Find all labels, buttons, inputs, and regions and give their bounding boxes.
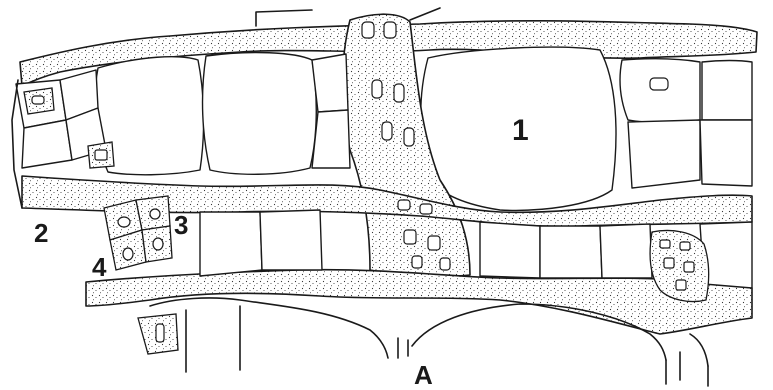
mid-cell-1 [200, 212, 262, 276]
bundle-lumen-2 [123, 248, 133, 260]
mid-cell-4 [540, 226, 602, 278]
top-projection-right [410, 8, 440, 20]
lower-arch-right [690, 334, 708, 366]
right-upper-cell-4 [700, 120, 752, 186]
right-upper-cell-3 [628, 120, 700, 188]
label-left-epidermis: 2 [34, 218, 48, 248]
mid-cell-2 [260, 210, 322, 270]
left-cell-lumen [32, 96, 44, 104]
left-cell-b [22, 120, 72, 168]
upper-cell-left-of-vessel-1 [312, 54, 348, 112]
label-panel: A [414, 360, 433, 390]
label-vessel: 1 [512, 114, 529, 147]
stalk-lumen [156, 324, 164, 342]
mid-cell-5 [600, 224, 652, 278]
bundle-lumen-4 [153, 238, 163, 250]
label-lower-cell: 4 [92, 252, 107, 282]
label-fiber-bundle: 3 [174, 210, 188, 240]
mid-cell-3 [480, 222, 540, 278]
bundle-lumen-3 [150, 209, 160, 219]
right-upper-lumen [650, 78, 668, 90]
upper-large-cell-middle [203, 53, 317, 175]
left-small-lumen-1 [95, 150, 107, 160]
top-projection-left [256, 10, 312, 26]
upper-cell-left-of-vessel-2 [312, 110, 350, 168]
right-upper-cell-2 [702, 61, 752, 121]
bundle-lumen-1 [118, 217, 130, 227]
